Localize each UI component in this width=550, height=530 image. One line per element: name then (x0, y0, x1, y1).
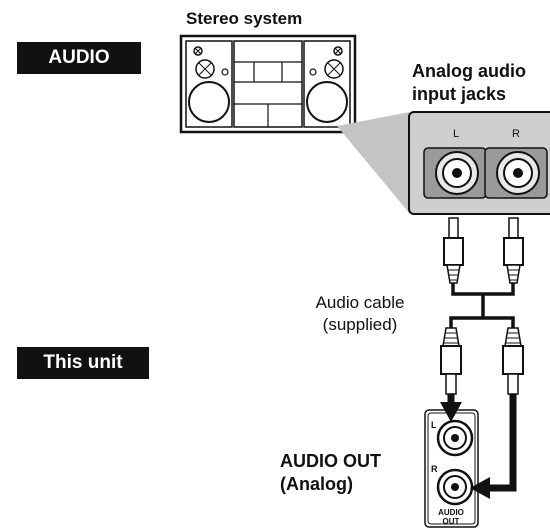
analog-input-jacks-label-line1: Analog audio (412, 61, 526, 81)
unit-audio-out-panel: L R AUDIO OUT (424, 409, 479, 528)
bottom-rca-plug-left (440, 327, 462, 395)
top-rca-plug-left (443, 217, 464, 284)
audio-section-badge: AUDIO (17, 42, 141, 74)
zoom-callout-wedge (337, 112, 410, 214)
audio-cable (449, 283, 515, 328)
unit-jack-label-right: R (431, 464, 438, 474)
unit-jack-left (436, 419, 474, 457)
bottom-rca-plug-right (502, 327, 524, 395)
connection-arrow-left (440, 394, 462, 422)
analog-input-jack-panel: L R (408, 111, 550, 215)
connection-arrow-right (470, 394, 517, 499)
stereo-system-label: Stereo system (186, 9, 303, 28)
analog-input-jacks-label-line2: input jacks (412, 84, 507, 104)
audio-cable-label: Audio cable (supplied) (290, 292, 430, 336)
audio-cable-label-line1: Audio cable (315, 293, 405, 312)
audio-out-label-line1: AUDIO OUT (280, 451, 381, 471)
unit-caption-line1: AUDIO (438, 508, 464, 517)
audio-cable-label-line2: (supplied) (322, 315, 398, 334)
this-unit-section-badge: This unit (17, 347, 149, 379)
audio-out-label-line2: (Analog) (280, 474, 353, 494)
unit-jack-label-left: L (431, 420, 437, 430)
top-rca-plug-right (503, 217, 524, 284)
stereo-system-illustration (179, 34, 357, 134)
unit-caption-line2: OUT (443, 517, 460, 526)
unit-jack-right (436, 468, 474, 506)
panel-jack-label-left: L (453, 128, 459, 140)
panel-jack-label-right: R (512, 128, 520, 140)
audio-out-label: AUDIO OUT (Analog) (280, 450, 420, 496)
panel-jack-left (423, 147, 487, 199)
panel-jack-right (484, 147, 548, 199)
analog-input-jacks-label: Analog audio input jacks (412, 60, 550, 106)
